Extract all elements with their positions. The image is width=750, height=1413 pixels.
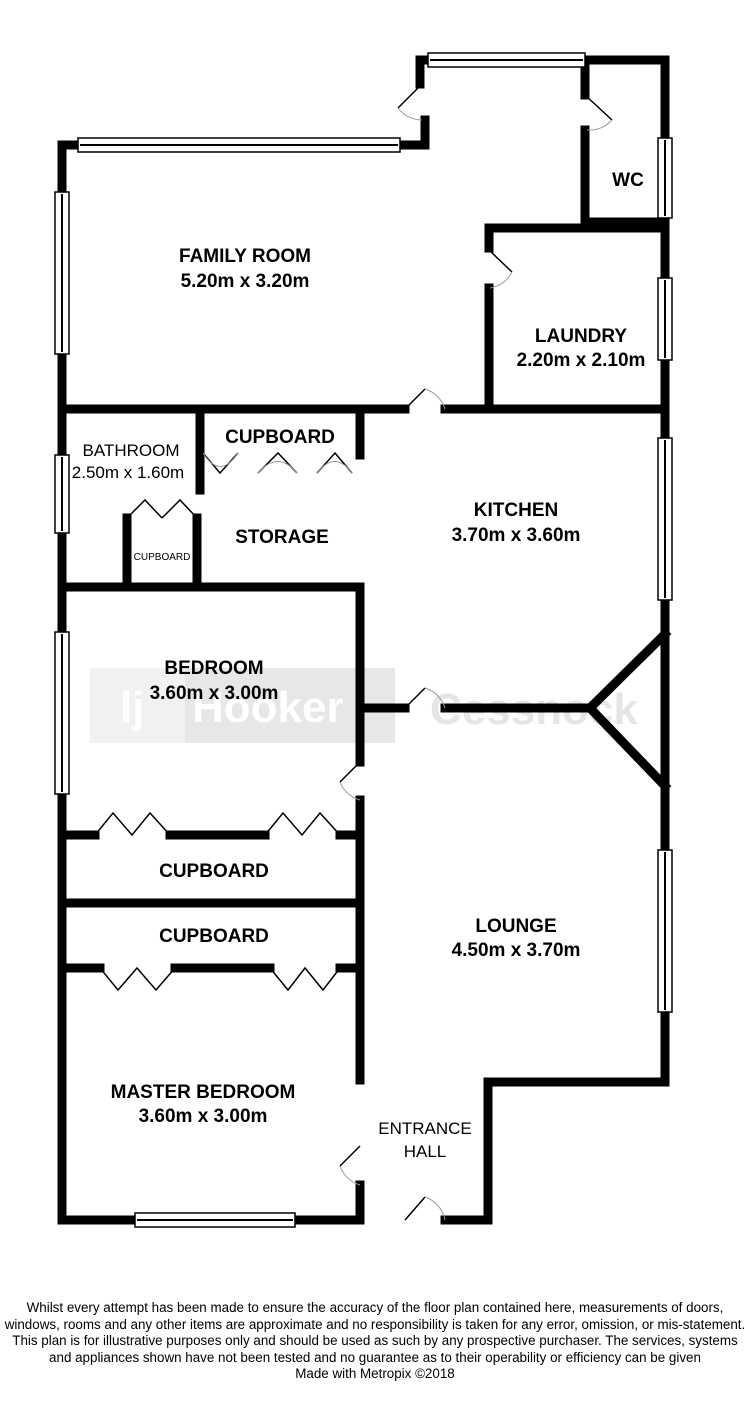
door	[397, 85, 421, 109]
cupboard-bed2-name: CUPBOARD	[159, 926, 269, 947]
wc-name: WC	[612, 170, 644, 191]
master-bedroom-name: MASTER BEDROOM	[111, 1082, 296, 1103]
cupboard-bifold-doors	[94, 811, 171, 837]
doors	[94, 85, 613, 1221]
watermark-logo: lj	[120, 683, 144, 732]
storage-name: STORAGE	[235, 527, 329, 548]
bathroom-name: BATHROOM	[83, 441, 180, 460]
kitchen-dims: 3.70m x 3.60m	[452, 525, 581, 546]
door	[339, 1145, 361, 1167]
cupboard-bifold-doors	[99, 966, 176, 992]
family-room-name: FAMILY ROOM	[179, 246, 311, 267]
door	[488, 249, 513, 273]
cupboard-bifold-doors	[269, 966, 341, 992]
entrance-hall-line1: ENTRANCE	[378, 1119, 472, 1138]
disclaimer: Whilst every attempt has been made to en…	[0, 1300, 750, 1383]
bathroom-dims: 2.50m x 1.60m	[72, 463, 184, 482]
master-bedroom-dims: 3.60m x 3.00m	[139, 1106, 268, 1127]
cupboard-bifold-doors	[264, 811, 341, 837]
interior-walls	[57, 55, 672, 1085]
bedroom-name: BEDROOM	[164, 658, 263, 679]
watermark-logo-name: Hooker	[192, 683, 344, 732]
disclaimer-text: Whilst every attempt has been made to en…	[4, 1300, 746, 1365]
entrance-hall-line2: HALL	[404, 1142, 447, 1161]
cupboard-small-name: CUPBOARD	[134, 552, 191, 563]
windows	[54, 52, 673, 1228]
cupboard-bed1-name: CUPBOARD	[159, 861, 269, 882]
door	[404, 388, 426, 410]
laundry-dims: 2.20m x 2.10m	[517, 350, 646, 371]
cupboard-top-name: CUPBOARD	[225, 427, 335, 448]
bedroom-dims: 3.60m x 3.00m	[150, 683, 279, 704]
kitchen-name: KITCHEN	[474, 500, 558, 521]
laundry-name: LAUNDRY	[535, 326, 628, 347]
door	[404, 1196, 426, 1221]
lounge-name: LOUNGE	[475, 916, 556, 937]
disclaimer-credit: Made with Metropix ©2018	[295, 1366, 455, 1381]
lounge-dims: 4.50m x 3.70m	[452, 940, 581, 961]
cupboard-doors-small	[126, 498, 198, 519]
floor-plan: lj Hooker Cessnock	[54, 52, 673, 1228]
door	[404, 687, 426, 709]
family-room-dims: 5.20m x 3.20m	[181, 271, 310, 292]
room-labels: FAMILY ROOM 5.20m x 3.20m WC LAUNDRY 2.2…	[72, 170, 646, 1161]
door	[584, 94, 613, 121]
door	[339, 761, 361, 783]
